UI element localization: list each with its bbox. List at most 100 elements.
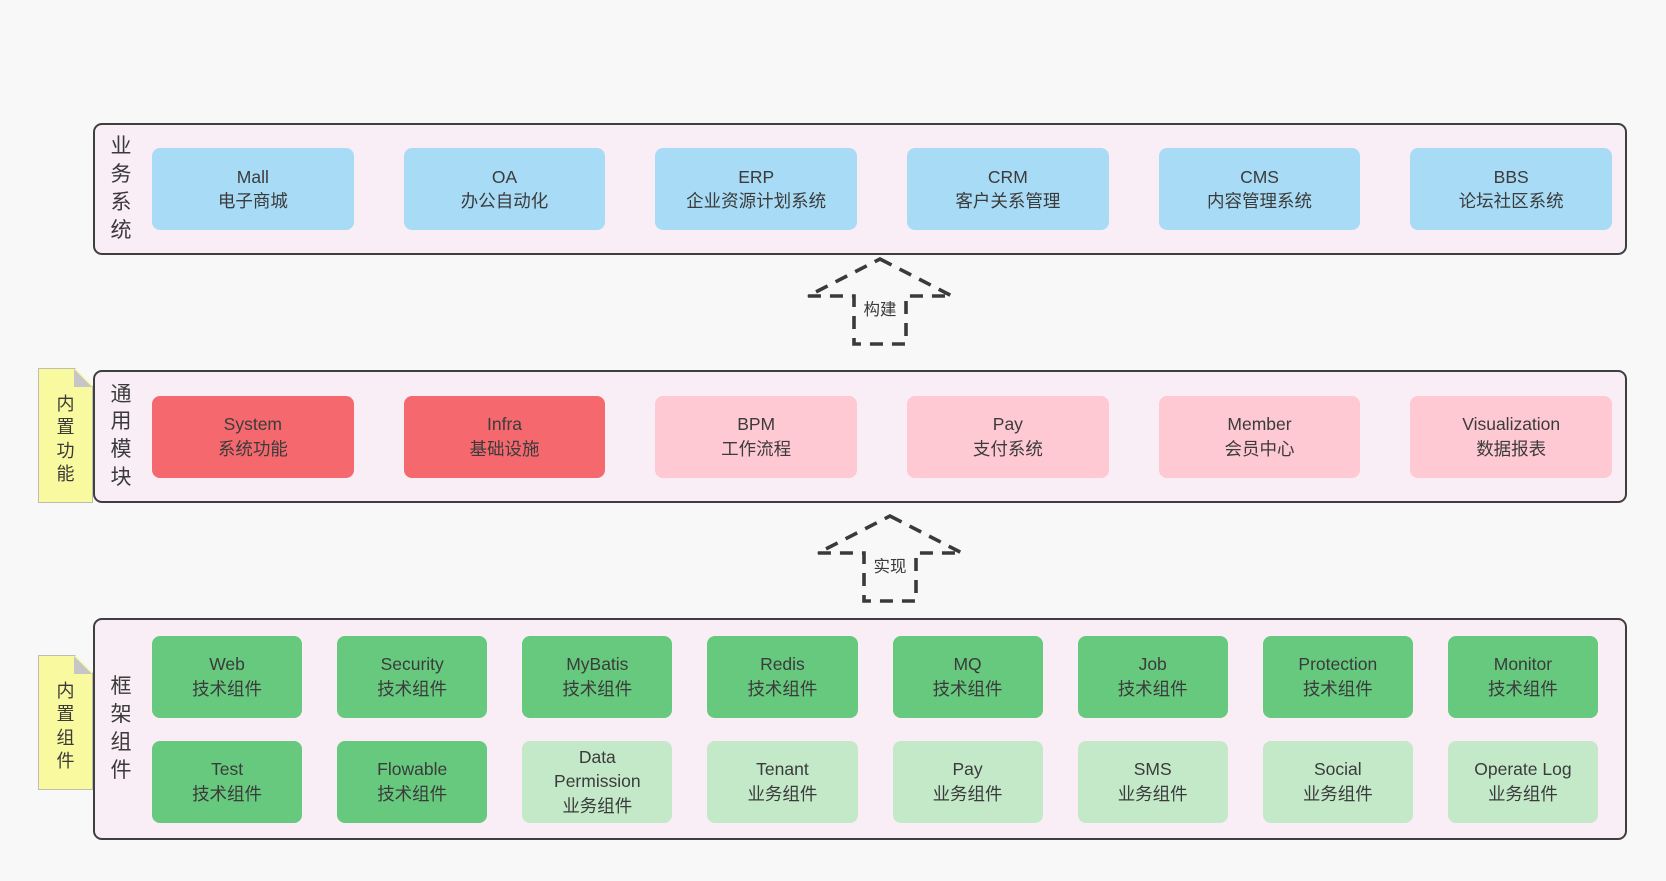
box-subtitle: 业务组件: [1302, 783, 1373, 804]
layer-label-framework-components: 框架组件: [110, 675, 132, 782]
folded-corner-icon: [74, 369, 92, 387]
box-title: Member: [1227, 414, 1292, 435]
box-title: Social: [1313, 759, 1362, 780]
sticky-label: 内置功能: [56, 393, 75, 484]
box-title: BPM: [737, 414, 776, 435]
folded-corner-icon: [74, 656, 92, 674]
box-subtitle: 技术组件: [192, 678, 263, 699]
box-subtitle: 业务组件: [932, 783, 1003, 804]
box-mq: MQ 技术组件: [892, 635, 1043, 718]
box-subtitle: 技术组件: [377, 783, 448, 804]
box-title: OA: [491, 166, 518, 187]
box-subtitle: 技术组件: [377, 678, 448, 699]
dashed-up-arrow-icon: [817, 513, 963, 603]
panel-common-modules: 通用模块 System 系统功能 Infra 基础设施 BPM 工作流程 Pay…: [93, 370, 1627, 503]
box-subtitle: 客户关系管理: [955, 191, 1061, 211]
box-title: Monitor: [1493, 654, 1553, 675]
box-redis: Redis 技术组件: [707, 635, 858, 718]
box-bpm: BPM 工作流程: [655, 395, 858, 478]
box-title: Flowable: [377, 759, 448, 780]
box-subtitle: 技术组件: [562, 678, 633, 699]
box-subtitle: 技术组件: [192, 783, 263, 804]
box-subtitle: 办公自动化: [460, 191, 549, 211]
module-boxes-row: System 系统功能 Infra 基础设施 BPM 工作流程 Pay 支付系统…: [152, 372, 1613, 501]
box-subtitle: 技术组件: [1302, 678, 1373, 699]
box-subtitle: 内容管理系统: [1207, 191, 1313, 211]
box-subtitle: 企业资源计划系统: [686, 191, 827, 211]
sticky-label: 内置组件: [56, 680, 75, 771]
dashed-up-arrow-icon: [807, 256, 953, 346]
box-subtitle: 技术组件: [747, 678, 818, 699]
box-title: Mall: [236, 166, 269, 187]
arrow-up-implement: 实现: [815, 513, 965, 605]
box-pay-module: Pay 支付系统: [907, 395, 1109, 478]
box-web: Web 技术组件: [152, 635, 303, 718]
business-boxes-row: Mall 电子商城 OA 办公自动化 ERP 企业资源计划系统 CRM 客户关系…: [152, 125, 1613, 253]
panel-business-systems: 业务系统 Mall 电子商城 OA 办公自动化 ERP 企业资源计划系统 CRM…: [93, 123, 1627, 255]
box-monitor: Monitor 技术组件: [1447, 635, 1598, 718]
sticky-note-builtin-features: 内置功能: [38, 368, 93, 503]
box-title: Visualization: [1462, 414, 1561, 435]
box-subtitle: 技术组件: [1117, 678, 1188, 699]
panel-framework-components: 框架组件 Web 技术组件 Security 技术组件 MyBatis 技术组件…: [93, 618, 1627, 840]
box-subtitle: 业务组件: [1487, 783, 1558, 804]
box-title: Job: [1138, 654, 1167, 675]
box-operate-log: Operate Log 业务组件: [1447, 740, 1598, 823]
box-title: Redis: [760, 654, 805, 675]
box-bbs: BBS 论坛社区系统: [1410, 148, 1613, 230]
box-social: Social 业务组件: [1262, 740, 1413, 823]
box-subtitle: 业务组件: [1117, 783, 1188, 804]
box-subtitle: 技术组件: [932, 678, 1003, 699]
arrow-up-build: 构建: [805, 256, 955, 348]
box-title: CMS: [1240, 166, 1279, 187]
arrow-build-label: 构建: [859, 295, 901, 321]
box-title: Operate Log: [1474, 759, 1572, 780]
sticky-note-builtin-components: 内置组件: [38, 655, 93, 790]
box-pay-component: Pay 业务组件: [892, 740, 1043, 823]
box-subtitle: 基础设施: [469, 438, 540, 459]
box-subtitle: 会员中心: [1224, 438, 1295, 459]
box-title: SMS: [1133, 759, 1172, 780]
box-tenant: Tenant 业务组件: [707, 740, 858, 823]
box-title: Tenant: [756, 759, 809, 780]
box-cms: CMS 内容管理系统: [1158, 148, 1361, 230]
box-subtitle: 业务组件: [747, 783, 818, 804]
box-title: Pay: [992, 414, 1023, 435]
box-title: Security: [380, 654, 444, 675]
box-subtitle: 技术组件: [1487, 678, 1558, 699]
box-security: Security 技术组件: [337, 635, 488, 718]
box-sms: SMS 业务组件: [1077, 740, 1228, 823]
box-title: BBS: [1493, 166, 1529, 187]
box-oa: OA 办公自动化: [403, 148, 606, 230]
box-infra: Infra 基础设施: [403, 395, 606, 478]
box-visualization: Visualization 数据报表: [1410, 395, 1613, 478]
box-title: Data Permission: [554, 747, 641, 792]
component-row-1: Web 技术组件 Security 技术组件 MyBatis 技术组件 Redi…: [152, 635, 1598, 718]
box-subtitle: 数据报表: [1476, 438, 1547, 459]
box-job: Job 技术组件: [1077, 635, 1228, 718]
box-title: ERP: [738, 166, 775, 187]
box-member: Member 会员中心: [1158, 395, 1361, 478]
box-title: Test: [211, 759, 244, 780]
box-subtitle: 论坛社区系统: [1458, 191, 1564, 211]
box-subtitle: 系统功能: [217, 438, 288, 459]
box-title: Protection: [1298, 654, 1378, 675]
box-title: MyBatis: [566, 654, 629, 675]
layer-label-business-systems: 业务系统: [110, 135, 132, 242]
box-protection: Protection 技术组件: [1262, 635, 1413, 718]
box-title: CRM: [987, 166, 1028, 187]
box-title: System: [223, 414, 283, 435]
box-flowable: Flowable 技术组件: [337, 740, 488, 823]
box-erp: ERP 企业资源计划系统: [655, 148, 858, 230]
component-row-2: Test 技术组件 Flowable 技术组件 Data Permission …: [152, 740, 1598, 823]
arrow-implement-label: 实现: [869, 552, 911, 578]
box-title: Web: [209, 654, 245, 675]
box-mybatis: MyBatis 技术组件: [522, 635, 673, 718]
box-mall: Mall 电子商城: [152, 148, 354, 230]
box-data-permission: Data Permission 业务组件: [522, 740, 673, 823]
box-subtitle: 电子商城: [217, 191, 288, 211]
box-subtitle: 支付系统: [972, 438, 1043, 459]
box-title: Pay: [952, 759, 983, 780]
layer-label-common-modules: 通用模块: [110, 382, 132, 490]
